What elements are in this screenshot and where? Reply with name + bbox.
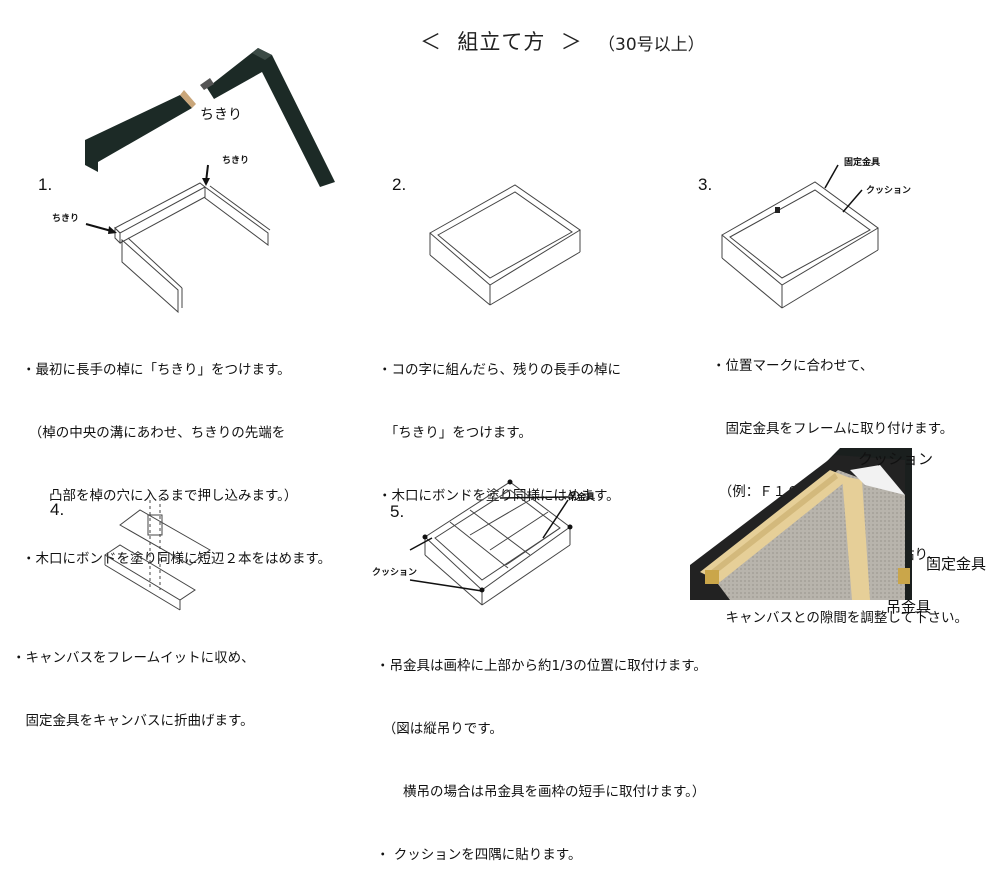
photo-hanger-label: 吊金具 bbox=[886, 598, 932, 616]
page-title: ＜ 組立て方 ＞ bbox=[420, 30, 583, 54]
page-subtitle: （30号以上） bbox=[598, 35, 705, 55]
step-3-bracket-label: 固定金具 bbox=[844, 158, 881, 168]
step-1-line: 凸部を棹の穴に入るまで押し込みます。） bbox=[22, 488, 298, 504]
step-1-number: 1. bbox=[38, 175, 53, 194]
step-5-number: 5. bbox=[390, 502, 405, 521]
step-2-number: 2. bbox=[392, 175, 407, 194]
step-5-description: ・吊金具は画枠に上部から約1/3の位置に取付けます。 （図は縦吊りです。 横吊の… bbox=[376, 614, 707, 887]
step-5-line: ・吊金具は画枠に上部から約1/3の位置に取付けます。 bbox=[376, 658, 707, 674]
step-1-line: ・最初に長手の棹に「ちきり」をつけます。 bbox=[22, 362, 291, 378]
photo-cushion-label: クッション bbox=[858, 450, 934, 468]
step-3-line: 固定金具をフレームに取り付けます。 bbox=[712, 421, 954, 437]
photo-bracket-label: 固定金具 bbox=[926, 555, 987, 573]
step-5-hanger-label: 吊金具 bbox=[568, 493, 596, 503]
step-2-line: 「ちきり」をつけます。 bbox=[378, 425, 532, 441]
step-3-line: ・位置マークに合わせて、 bbox=[712, 358, 874, 374]
step-4-line: 固定金具をキャンバスに折曲げます。 bbox=[12, 713, 254, 729]
step-1-line: ・木口にボンドを塗り同様に短辺２本をはめます。 bbox=[22, 551, 332, 567]
step-5-line: 横吊の場合は吊金具を画枠の短手に取付けます。） bbox=[376, 784, 706, 800]
step-5-cushion-label: クッション bbox=[372, 568, 418, 578]
step-1-chikiri-label-left: ちきり bbox=[52, 214, 80, 224]
step-3-line: （例：Ｆ１００号１２ケ） bbox=[712, 484, 881, 500]
step-4-description: ・キャンバスをフレームイットに収め、 固定金具をキャンバスに折曲げます。 bbox=[12, 606, 255, 753]
step-1-chikiri-label-top: ちきり bbox=[222, 156, 250, 166]
top-chikiri-label: ちきり bbox=[200, 107, 242, 123]
step-5-line: （図は縦吊りです。 bbox=[376, 721, 503, 737]
step-1-description: ・最初に長手の棹に「ちきり」をつけます。 （棹の中央の溝にあわせ、ちきりの先端を… bbox=[22, 318, 331, 591]
step-4-line: ・キャンバスをフレームイットに収め、 bbox=[12, 650, 255, 666]
step-5-line: ・ クッションを四隅に貼ります。 bbox=[376, 847, 582, 863]
step-3-number: 3. bbox=[698, 175, 713, 194]
step-2-line: ・コの字に組んだら、残りの長手の棹に bbox=[378, 362, 621, 378]
step-3-cushion-label: クッション bbox=[866, 186, 912, 196]
step-4-number: 4. bbox=[50, 500, 65, 519]
step-3-line: キャンバスとの隙間を調整して下さい。 bbox=[712, 610, 968, 626]
step-1-line: （棹の中央の溝にあわせ、ちきりの先端を bbox=[22, 425, 286, 441]
